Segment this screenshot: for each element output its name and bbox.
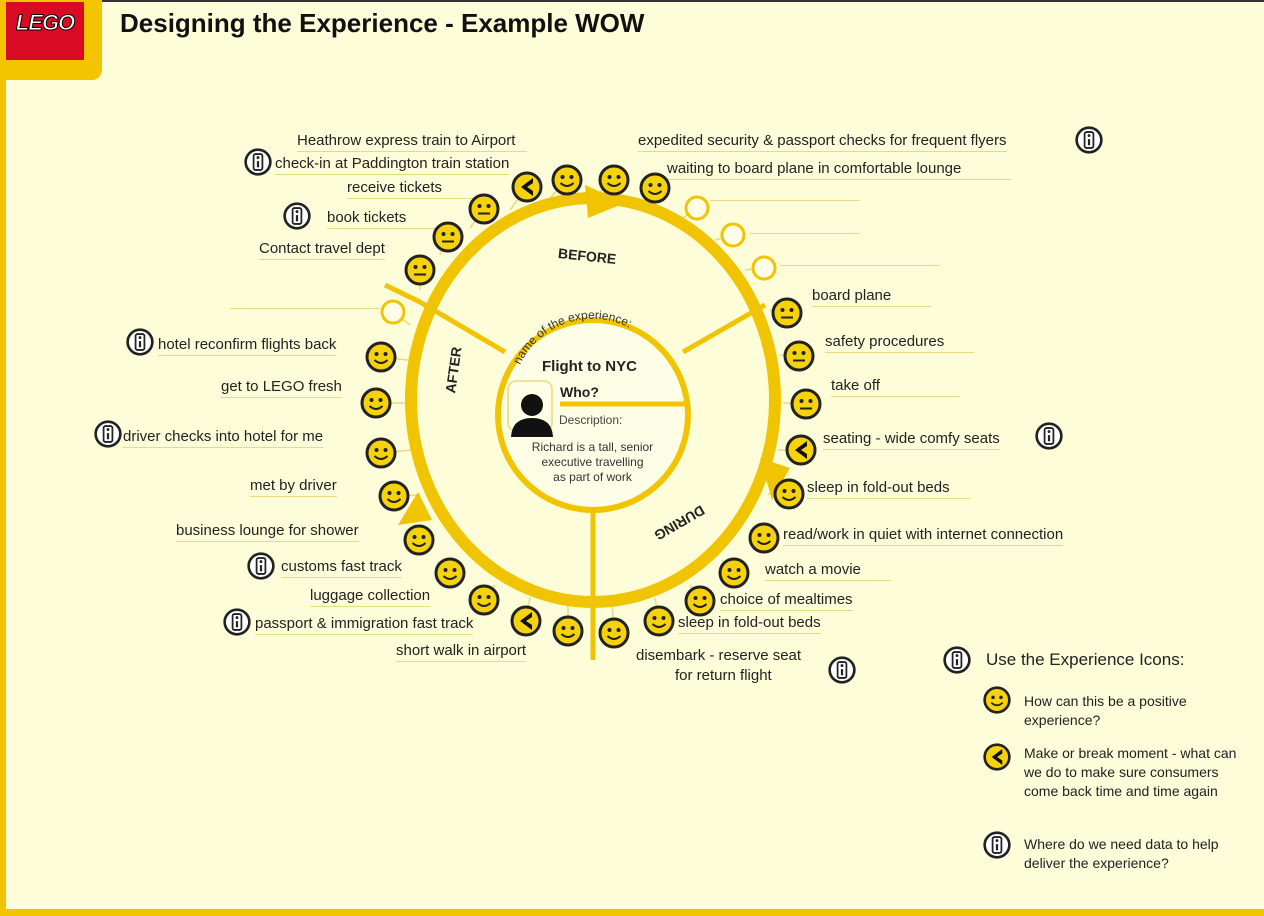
item-label: driver checks into hotel for me [123,428,324,448]
item-label: safety procedures [825,333,975,353]
arrow-after [398,492,432,525]
item-label: expedited security & passport checks for… [638,132,1007,152]
item-label: passport & immigration fast track [255,615,474,635]
positive-icon [772,477,806,511]
person-icon [511,394,553,437]
make-or-break-icon [509,604,543,638]
description-label: Description: [559,413,623,427]
empty-line [750,233,860,234]
info-icon [243,147,273,177]
positive-icon [364,436,398,470]
item-label: customs fast track [281,558,402,578]
item-label: board plane [812,287,932,307]
item-label: short walk in airport [396,642,527,662]
positive-icon [638,171,672,205]
info-icon [827,655,857,685]
legend-text-positive: How can this be a positive experience? [1024,693,1187,728]
item-label: book tickets [327,209,447,229]
frame-left [0,0,6,916]
legend-positive-icon [982,685,1012,715]
frame-top [0,0,1264,2]
positive-icon [683,584,717,618]
legend-make-or-break-icon [982,742,1012,772]
item-label: get to LEGO fresh [221,378,342,398]
item-label: receive tickets [347,179,493,199]
empty-slot-icon [680,191,714,225]
neutral-icon [789,387,823,421]
page-title: Designing the Experience - Example WOW [120,8,645,38]
positive-icon [377,479,411,513]
description-text: Richard is a tall, senior executive trav… [515,440,670,485]
item-label: choice of mealtimes [720,591,853,611]
description-line: as part of work [553,470,632,484]
neutral-icon [403,253,437,287]
empty-slot-icon [747,251,781,285]
item-label: hotel reconfirm flights back [158,336,337,356]
make-or-break-icon [510,170,544,204]
item-label: for return flight [675,667,772,684]
positive-icon [747,521,781,555]
info-icon [222,607,252,637]
empty-line [780,265,940,266]
item-label: business lounge for shower [176,522,359,542]
item-label: Contact travel dept [259,240,385,260]
info-icon [246,551,276,581]
neutral-icon [467,192,501,226]
arrow-before [585,185,625,218]
frame-bottom [0,909,1264,916]
item-label: seating - wide comfy seats [823,430,1000,450]
item-label: sleep in fold-out beds [678,614,821,634]
positive-icon [642,604,676,638]
positive-icon [551,614,585,648]
legend-title: Use the Experience Icons: [986,650,1185,669]
positive-icon [717,556,751,590]
arrow-during [760,458,790,500]
positive-icon [359,386,393,420]
empty-slot-icon [376,295,410,329]
neutral-icon [782,339,816,373]
info-icon [125,327,155,357]
inner-circle [495,317,691,513]
empty-slot-icon [716,218,750,252]
positive-icon [402,523,436,557]
legend-text-make-or-break: Make or break moment - what can we do to… [1024,745,1237,799]
neutral-icon [431,220,465,254]
empty-line [230,308,380,309]
item-label: disembark - reserve seat [636,647,802,664]
info-icon [93,419,123,449]
description-line: Richard is a tall, senior [531,440,654,454]
positive-icon [597,616,631,650]
info-icon [1074,125,1104,155]
who-label: Who? [560,384,599,400]
logo-text: LEGO [15,10,75,36]
item-label: met by driver [250,477,337,497]
positive-icon [597,163,631,197]
info-icon [282,201,312,231]
item-label: check-in at Paddington train station [275,155,510,175]
empty-line [710,200,860,201]
item-label: take off [831,377,960,397]
legend-info-icon [942,645,972,675]
lego-logo: LEGO [6,2,84,60]
positive-icon [433,556,467,590]
item-label: luggage collection [310,587,431,607]
item-label: read/work in quiet with internet connect… [783,526,1064,546]
positive-icon [364,340,398,374]
legend-data-icon [982,830,1012,860]
legend-text-data: Where do we need data to help deliver th… [1024,836,1219,871]
neutral-icon [770,296,804,330]
experience-name: Flight to NYC [542,358,637,375]
info-icon [1034,421,1064,451]
make-or-break-icon [784,433,818,467]
item-label: watch a movie [765,561,891,581]
description-line: executive travelling [541,455,644,469]
positive-icon [467,583,501,617]
item-label: sleep in fold-out beds [807,479,970,499]
item-label: Heathrow express train to Airport [297,132,528,152]
item-label: waiting to board plane in comfortable lo… [667,160,1012,180]
positive-icon [550,163,584,197]
